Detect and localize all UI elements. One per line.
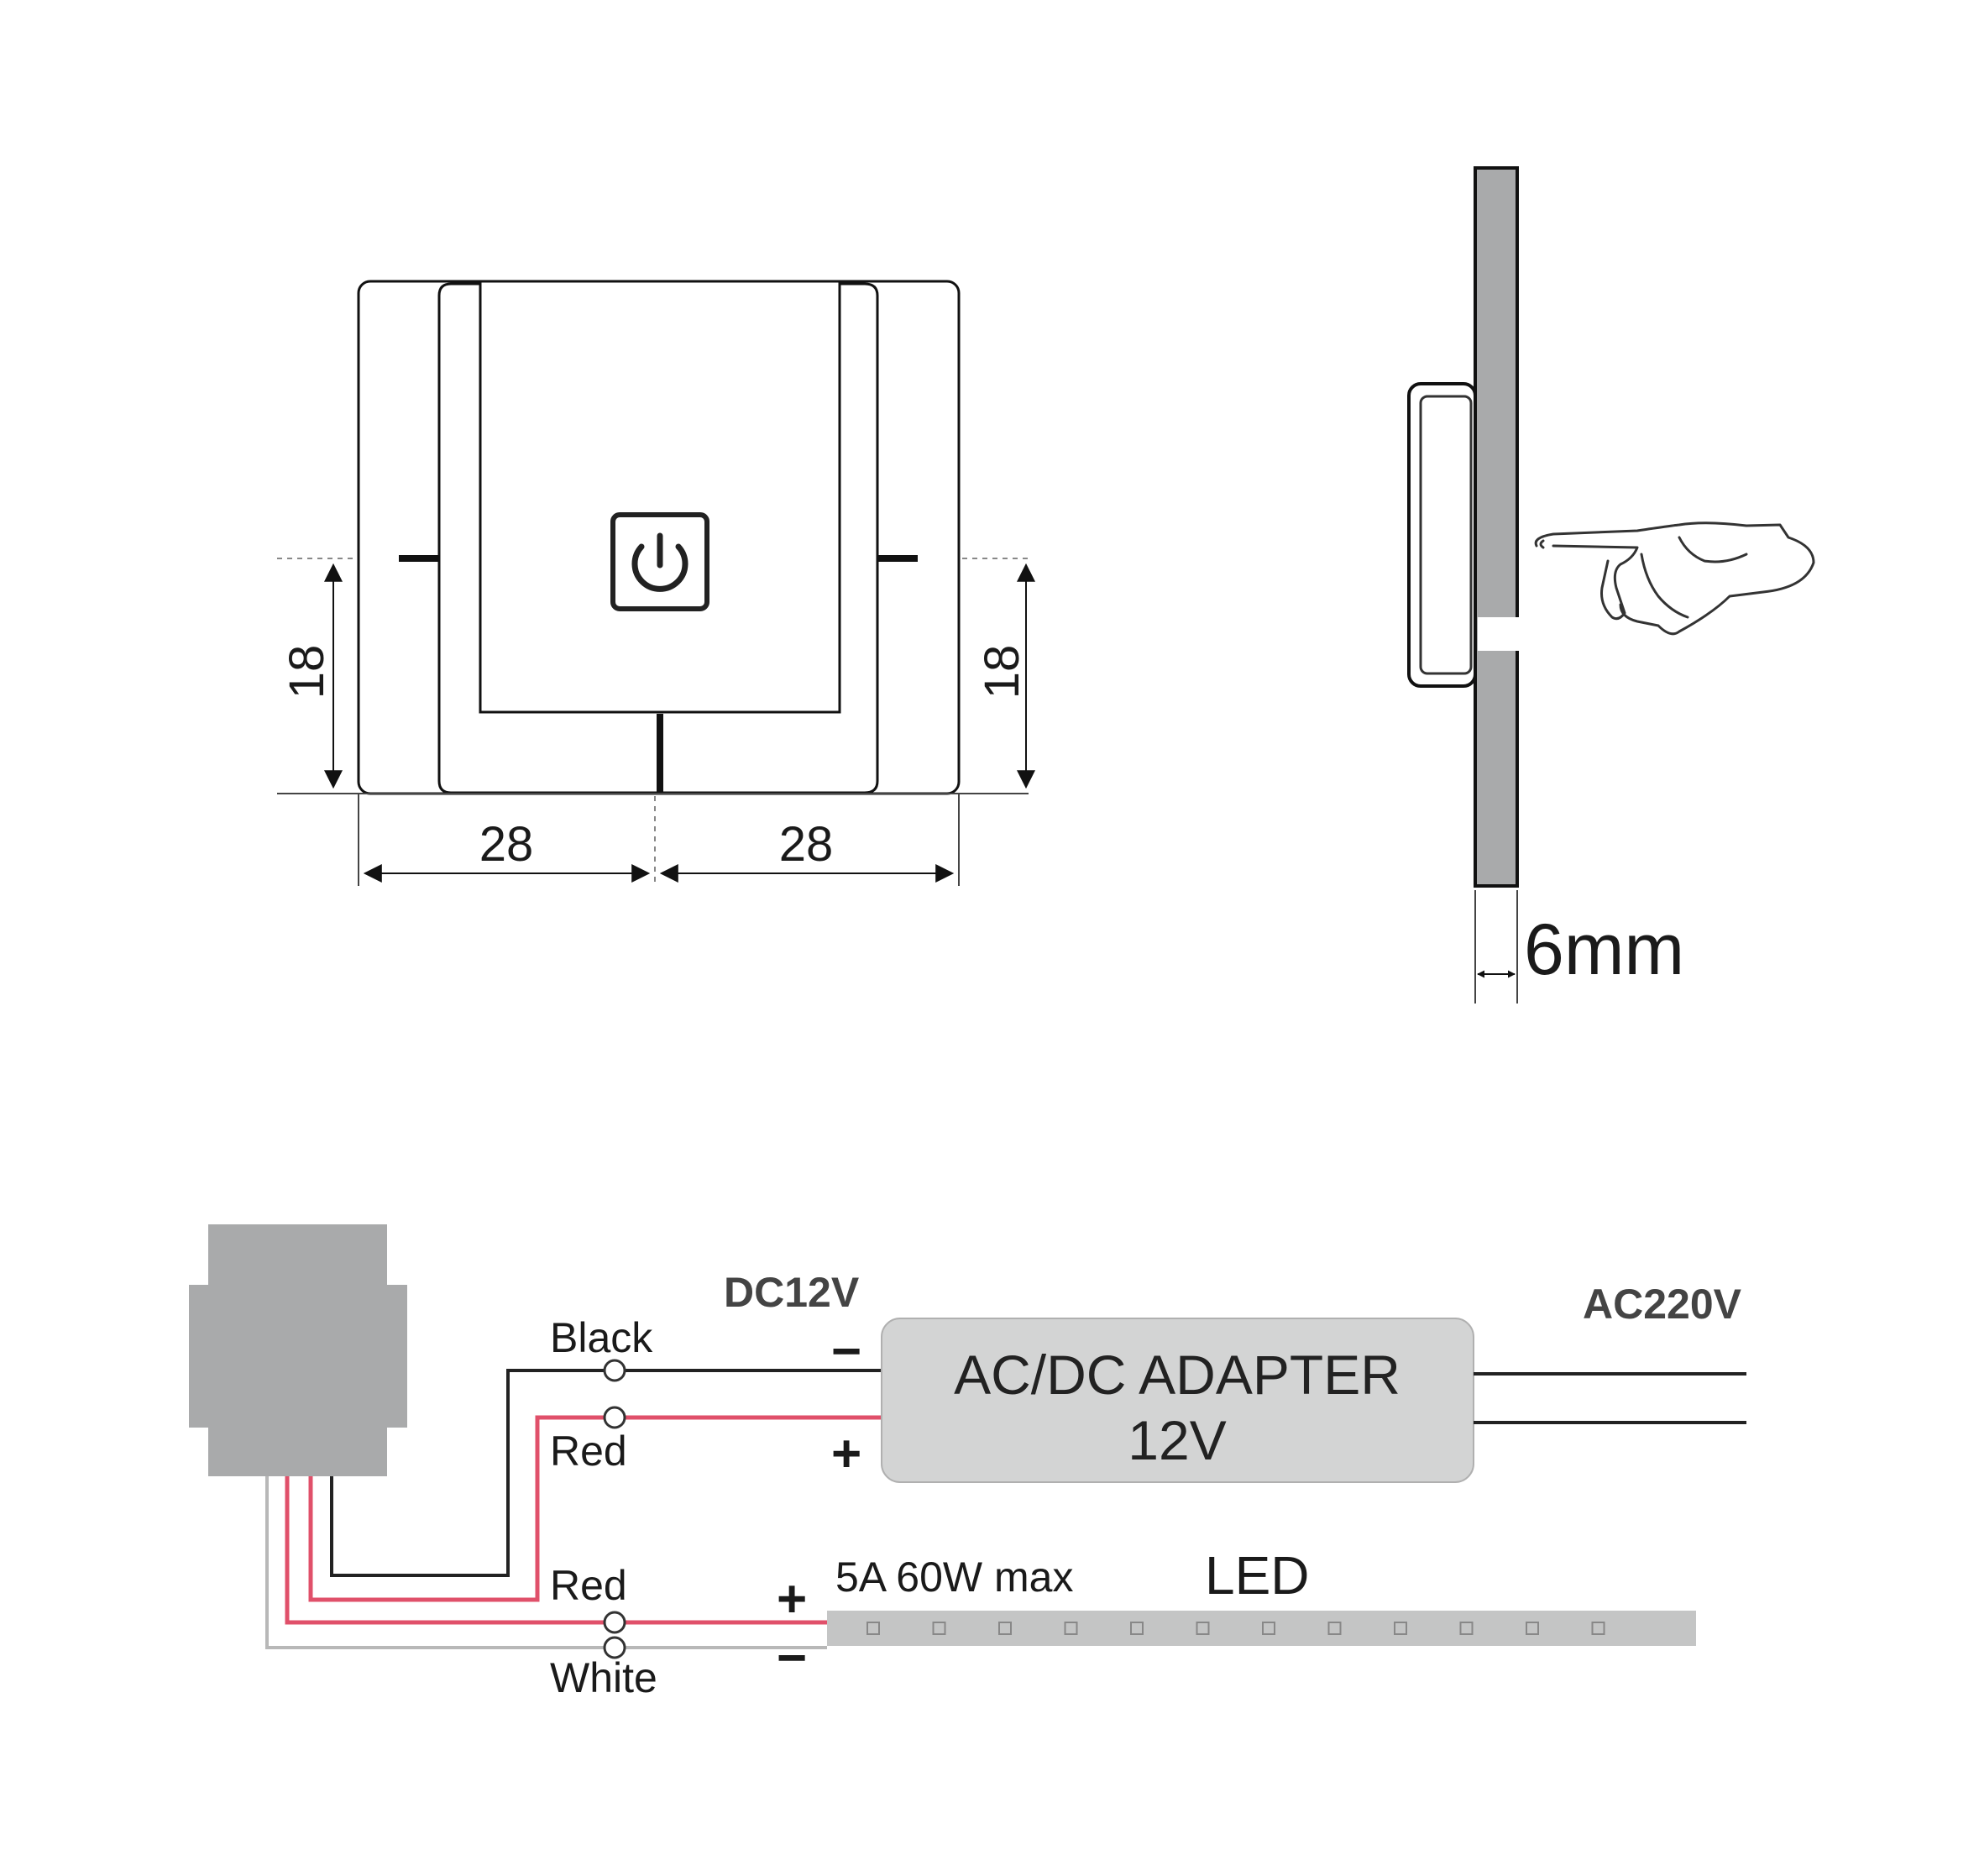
wire-label-red-bottom: Red xyxy=(550,1562,627,1609)
led-chip xyxy=(1130,1622,1144,1635)
led-chip xyxy=(1459,1622,1474,1635)
led-chip xyxy=(1526,1622,1539,1635)
led-minus-sign: − xyxy=(777,1629,807,1687)
white-wire xyxy=(265,1476,605,1649)
led-chip xyxy=(1327,1622,1342,1635)
controller-device xyxy=(189,1224,407,1476)
side-plate xyxy=(1474,166,1519,888)
led-chip xyxy=(998,1622,1012,1635)
led-label: LED xyxy=(1205,1545,1310,1606)
led-spec-label: 5A 60W max xyxy=(835,1554,1073,1601)
led-chip xyxy=(1064,1622,1078,1635)
led-chip xyxy=(1262,1622,1275,1635)
terminal-red-top xyxy=(603,1406,626,1429)
led-chips xyxy=(866,1622,1605,1635)
led-chip xyxy=(1196,1622,1210,1635)
ac-voltage-label: AC220V xyxy=(1583,1281,1742,1328)
adapter-plus-sign: + xyxy=(831,1425,861,1483)
led-plus-sign: + xyxy=(777,1570,807,1628)
terminal-black xyxy=(603,1359,626,1382)
thickness-label: 6mm xyxy=(1524,909,1684,990)
ac-dc-adapter: AC/DC ADAPTER 12V xyxy=(881,1318,1474,1483)
dc-voltage-label: DC12V xyxy=(724,1269,860,1316)
side-view: 6mm xyxy=(1407,166,1815,1004)
terminal-white xyxy=(603,1636,626,1659)
power-button[interactable] xyxy=(610,512,709,611)
pointing-hand-icon xyxy=(1534,521,1815,636)
led-chip xyxy=(1394,1622,1407,1635)
wire-label-black: Black xyxy=(550,1314,653,1361)
led-chip xyxy=(1591,1622,1605,1635)
adapter-minus-sign: − xyxy=(831,1323,861,1381)
led-chip xyxy=(866,1622,880,1635)
power-icon xyxy=(631,532,688,592)
right-height-dim-label: 18 xyxy=(975,645,1029,700)
black-wire xyxy=(330,1369,605,1577)
red-wire-adapter xyxy=(308,1415,605,1602)
led-chip xyxy=(932,1622,946,1635)
adapter-voltage: 12V xyxy=(1128,1409,1226,1471)
wire-label-white: White xyxy=(550,1654,657,1701)
adapter-title: AC/DC ADAPTER xyxy=(954,1344,1400,1406)
left-height-dim-label: 18 xyxy=(280,645,334,700)
led-strip xyxy=(827,1611,1696,1646)
bottom-left-width-dim-label: 28 xyxy=(479,817,534,872)
wire-label-red-top: Red xyxy=(550,1428,627,1475)
red-wire-led xyxy=(285,1476,605,1625)
front-view: 18 18 28 28 xyxy=(277,280,1035,886)
bottom-right-width-dim-label: 28 xyxy=(779,817,834,872)
u-channel-outline xyxy=(437,282,879,794)
terminal-red-bottom xyxy=(603,1611,626,1634)
wiring-diagram: Black Red Red White DC12V − + AC/DC ADAP… xyxy=(189,1224,1746,1701)
